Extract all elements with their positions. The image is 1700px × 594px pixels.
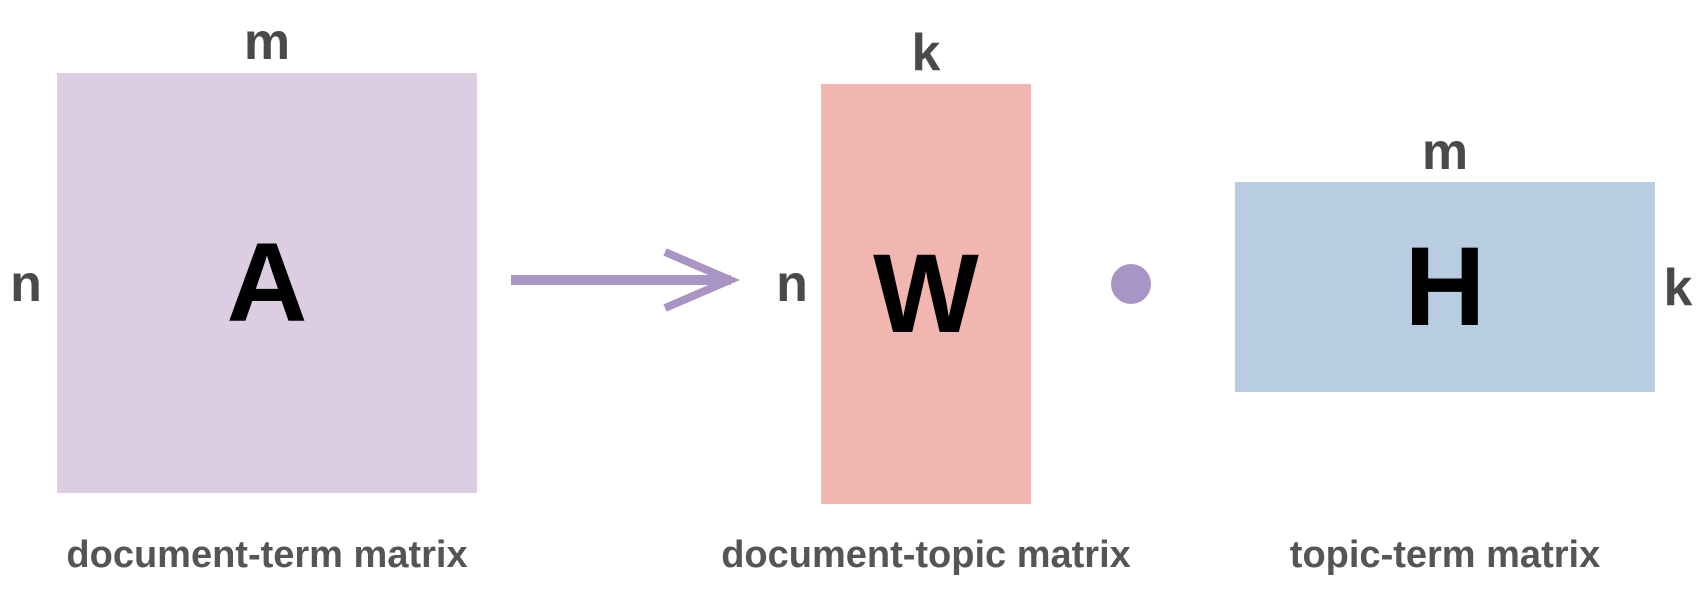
matrix-h-letter: H [1404, 224, 1486, 349]
matrix-h-top-dimension: m [1421, 123, 1469, 181]
dot-product-icon [1111, 264, 1151, 304]
matrix-w-top-dimension: k [911, 24, 941, 82]
matrix-h-caption: topic-term matrix [1289, 534, 1601, 576]
matrix-a-left-dimension: n [10, 255, 42, 313]
matrix-w-caption: document-topic matrix [721, 534, 1131, 576]
right-arrow-icon [511, 248, 741, 312]
arrow-head [663, 248, 741, 312]
matrix-h-right-dimension: k [1663, 259, 1693, 317]
matrix-a-top-dimension: m [243, 13, 291, 71]
matrix-h: H [1235, 182, 1655, 392]
matrix-w: W [821, 84, 1031, 504]
matrix-a-caption: document-term matrix [66, 534, 468, 576]
matrix-w-letter: W [873, 231, 979, 356]
matrix-a-letter: A [226, 220, 308, 345]
dot-operator [1111, 264, 1151, 304]
matrix-w-left-dimension: n [776, 255, 808, 313]
matrix-a: A [57, 73, 477, 493]
